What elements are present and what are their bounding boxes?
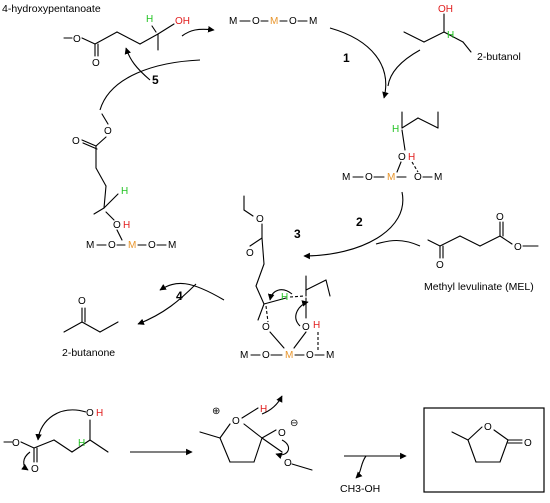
oxygen-atom: O <box>306 350 314 361</box>
oxygen-atom: O <box>12 438 20 449</box>
oxygen-atom: O <box>104 126 112 137</box>
oxygen-atom: O <box>365 172 373 183</box>
positive-charge: ⊕ <box>212 406 220 417</box>
active-metal-atom: M <box>387 172 395 183</box>
oxygen-atom: O <box>78 296 86 307</box>
oxygen-atom: O <box>414 172 422 183</box>
oxygen-atom: O <box>31 464 39 475</box>
oxygen-atom: O <box>262 350 270 361</box>
oxygen-atom: O <box>484 422 492 433</box>
oxygen-atom: O <box>496 212 504 223</box>
active-metal-atom: M <box>128 240 136 251</box>
oxygen-atom: O <box>302 322 310 333</box>
oxygen-atom: O <box>278 428 286 439</box>
methanol-release-arrow: CH3-OH <box>340 452 407 495</box>
butanone-molecule: O 2-butanone <box>62 296 119 359</box>
hydride-h: H <box>121 186 128 197</box>
hydroxypentanoate-molecule: 4-hydroxypentanoate O O OH H <box>2 3 190 69</box>
hydroxypentanoate-label: 4-hydroxypentanoate <box>2 3 101 15</box>
oxygen-atom: O <box>436 260 444 271</box>
mel-label: Methyl levulinate (MEL) <box>424 281 534 293</box>
active-metal-atom: M <box>270 16 278 27</box>
oxygen-atom: O <box>73 34 81 45</box>
step-2-label: 2 <box>356 215 363 229</box>
gamma-valerolactone-product: O O <box>423 407 545 493</box>
oxygen-atom: O <box>289 16 297 27</box>
step-1-label: 1 <box>343 51 350 65</box>
oxygen-atom: O <box>524 438 532 449</box>
lactonization-reactant: O O H O H <box>3 408 109 475</box>
metal-atom: M <box>326 350 334 361</box>
hydride-h: H <box>281 292 288 303</box>
metal-atom: M <box>434 172 442 183</box>
oxygen-atom: O <box>246 248 254 259</box>
product-box <box>423 407 545 493</box>
transition-state: 3 O O O H O H M O M O M <box>240 195 334 361</box>
oxygen-atom: O <box>108 240 116 251</box>
oxygen-atom: O <box>232 416 240 427</box>
step-5-label: 5 <box>152 73 159 87</box>
oxygen-atom: O <box>86 408 94 419</box>
hydride-h: H <box>447 30 454 41</box>
alkoxide-intermediate: H O H M O M O M <box>342 111 442 183</box>
oxygen-atom: O <box>72 136 80 147</box>
oxygen-atom: O <box>514 242 522 253</box>
oxygen-atom: O <box>148 240 156 251</box>
hydroxyl-group: OH <box>175 16 190 27</box>
hydroxyl-group: OH <box>438 4 453 15</box>
methyl-levulinate-molecule: O O O Methyl levulinate (MEL) <box>424 212 539 293</box>
metal-atom: M <box>240 350 248 361</box>
metal-atom: M <box>229 16 237 27</box>
negative-charge: ⊖ <box>290 418 298 429</box>
oxygen-atom: O <box>92 58 100 69</box>
catalyst-site-top: M O M O M <box>229 16 317 27</box>
hydroxyl-h: H <box>96 408 103 419</box>
oxygen-atom: O <box>284 458 292 469</box>
oxygen-atom: O <box>252 16 260 27</box>
hydride-h: H <box>146 14 153 25</box>
active-metal-atom: M <box>285 350 293 361</box>
hydroxypentanoate-bound-intermediate: O O H O H M O M O M <box>72 113 176 251</box>
oxygen-atom: O <box>256 214 264 225</box>
tetrahedral-intermediate: ⊕ O H O ⊖ O <box>199 395 313 471</box>
hydroxyl-h: H <box>408 152 415 163</box>
butanol-label: 2-butanol <box>477 51 521 63</box>
metal-atom: M <box>342 172 350 183</box>
oxygen-atom: O <box>398 152 406 163</box>
hydroxyl-h: H <box>313 320 320 331</box>
methanol-label: CH3-OH <box>340 483 380 495</box>
hydride-h: H <box>78 438 85 449</box>
hydroxyl-h: H <box>260 404 267 415</box>
butanone-label: 2-butanone <box>62 347 115 359</box>
metal-atom: M <box>86 240 94 251</box>
step-4-label: 4 <box>176 289 183 303</box>
butanol-molecule: OH H 2-butanol <box>403 4 521 63</box>
oxygen-atom: O <box>262 322 270 333</box>
hydride-h: H <box>392 124 399 135</box>
oxygen-atom: O <box>113 220 121 231</box>
metal-atom: M <box>309 16 317 27</box>
step-3-label: 3 <box>294 227 301 241</box>
hydroxyl-h: H <box>123 220 130 231</box>
metal-atom: M <box>168 240 176 251</box>
